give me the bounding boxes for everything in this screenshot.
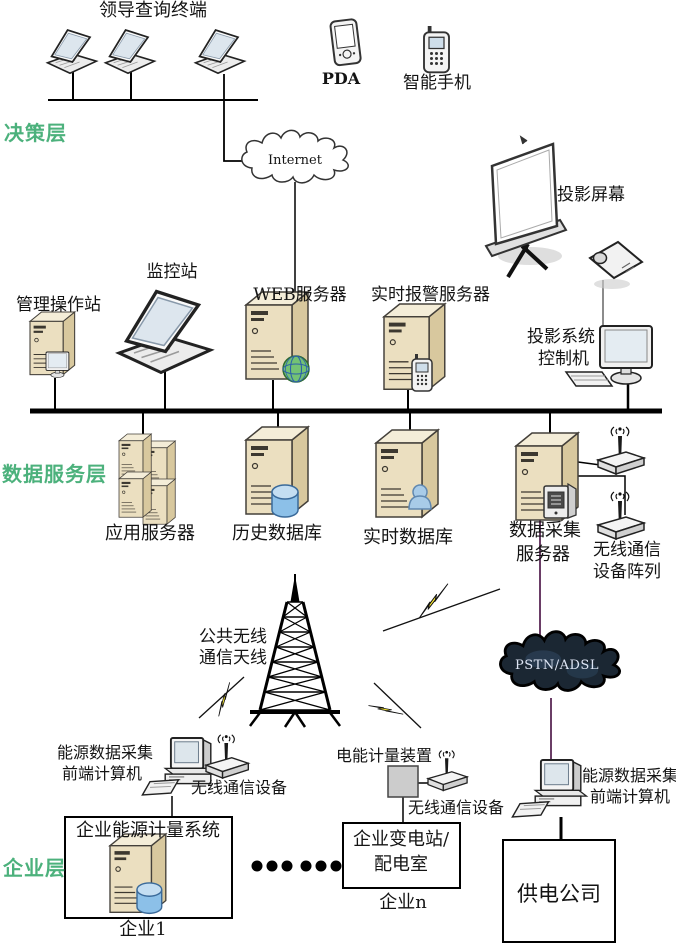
- label-management-station: 管理操作站: [16, 295, 101, 315]
- label-wireless-array-1: 无线通信: [593, 540, 661, 560]
- label-projection-control-2: 控制机: [538, 349, 589, 369]
- label-app-server: 应用服务器: [105, 523, 195, 544]
- label-wireless-device-left: 无线通信设备: [190, 778, 288, 797]
- wireless-router-icon: [597, 426, 645, 475]
- label-collect-server-2: 服务器: [516, 544, 570, 565]
- label-wireless-array-2: 设备阵列: [593, 562, 661, 582]
- power-company-box: [502, 839, 616, 943]
- wireless-router-icon: [205, 734, 250, 779]
- history-db-icon: [245, 426, 309, 518]
- laptop-icon: [46, 29, 98, 75]
- laptop-icon: [104, 29, 156, 75]
- collect-server-icon: [515, 432, 579, 521]
- lightning-bolt-icon: [198, 676, 245, 719]
- label-frontend-pc-left-2: 前端计算机: [61, 764, 143, 783]
- label-frontend-pc-right-2: 前端计算机: [589, 787, 671, 806]
- label-meter-device: 电能计量装置: [335, 746, 433, 765]
- meter-box-icon: [387, 765, 419, 798]
- wireless-router-icon: [427, 749, 468, 792]
- label-substation-1: 企业变电站/: [352, 829, 450, 850]
- pda-icon: [329, 17, 363, 67]
- management-station-icon: [29, 311, 76, 378]
- label-layer-data-service: 数据服务层: [2, 462, 107, 486]
- label-alarm-server: 实时报警服务器: [371, 285, 490, 305]
- pstn-link-line: [539, 515, 552, 762]
- label-enterprise-1: 企业1: [119, 919, 167, 940]
- ellipsis-dots: [251, 860, 342, 872]
- label-layer-decision: 决策层: [4, 121, 67, 145]
- internet-cloud: [241, 129, 349, 184]
- label-internet: Internet: [268, 153, 322, 168]
- desktop-pc-icon: [511, 759, 588, 818]
- label-pstn: PSTN/ADSL: [515, 658, 599, 673]
- lightning-bolt-icon: [368, 682, 422, 729]
- label-frontend-pc-left-1: 能源数据采集: [56, 743, 154, 762]
- projection-screen-icon: [484, 135, 568, 279]
- label-history-db: 历史数据库: [232, 523, 322, 544]
- label-public-antenna-1: 公共无线: [199, 627, 267, 647]
- label-public-antenna-2: 通信天线: [199, 648, 267, 668]
- label-energy-system-box: 企业能源计量系统: [76, 820, 220, 841]
- label-projection-control-1: 投影系统: [527, 327, 595, 347]
- app-server-cluster-icon: [118, 433, 176, 525]
- label-leader-terminals: 领导查询终端: [99, 0, 207, 21]
- enterprise-server-icon: [109, 833, 167, 915]
- label-pda: PDA: [321, 69, 361, 88]
- substation-box: [342, 822, 461, 889]
- realtime-db-icon: [375, 429, 439, 518]
- radio-tower-icon: [249, 574, 341, 728]
- label-monitoring-station: 监控站: [146, 262, 198, 282]
- lightning-bolt-icon: [382, 583, 501, 632]
- label-enterprise-n: 企业n: [379, 892, 427, 913]
- monitoring-station-laptop-icon: [117, 289, 213, 375]
- label-frontend-pc-right-1: 能源数据采集: [581, 766, 676, 785]
- alarm-server-icon: [383, 303, 446, 392]
- pstn-cloud: [499, 630, 621, 692]
- label-wireless-device-mid: 无线通信设备: [407, 798, 505, 817]
- label-realtime-db: 实时数据库: [363, 527, 453, 548]
- laptop-icon: [194, 29, 246, 75]
- projector-icon: [588, 240, 644, 289]
- label-layer-enterprise: 企业层: [3, 856, 66, 880]
- wireless-router-icon: [597, 491, 645, 540]
- label-collect-server-1: 数据采集: [509, 520, 581, 541]
- label-web-server: WEB服务器: [253, 285, 347, 305]
- smartphone-icon: [423, 25, 450, 74]
- label-power-company: 供电公司: [517, 882, 601, 906]
- label-projection-screen: 投影屏幕: [557, 185, 625, 205]
- label-substation-2: 配电室: [374, 854, 428, 875]
- label-smartphone: 智能手机: [403, 73, 471, 93]
